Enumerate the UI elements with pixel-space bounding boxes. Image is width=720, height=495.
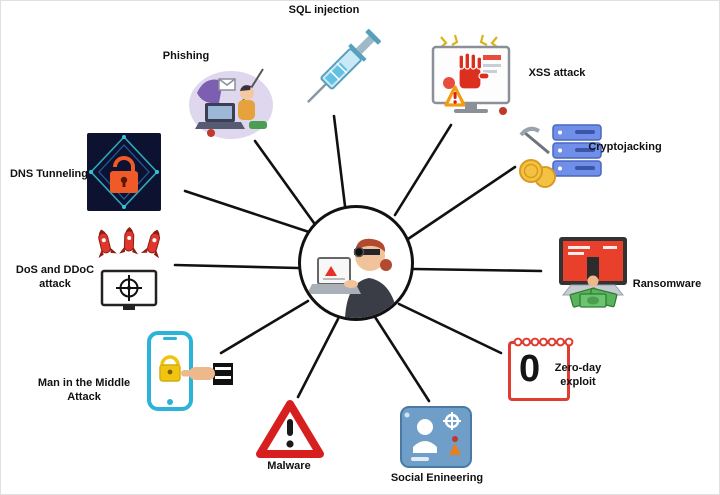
phone-lock-hand-icon [147, 331, 233, 411]
rockets-target-icon [98, 227, 161, 310]
label-dns-tunneling: DNS Tunneling [9, 168, 88, 180]
node-social-engineering [397, 403, 475, 471]
node-xss-attack [421, 33, 521, 128]
label-cryptojacking: Cryptojacking [588, 141, 662, 153]
node-man-in-the-middle [123, 329, 233, 414]
server-coins-icon [519, 124, 602, 188]
label-social-engineering: Social Enineering [390, 472, 484, 484]
calendar-zero-icon: 0 [508, 337, 574, 401]
label-dos: DoS and DDoC attack [15, 264, 95, 291]
calendar-digit: 0 [519, 348, 541, 390]
label-phishing: Phishing [162, 50, 210, 62]
hacker-hub [298, 205, 414, 321]
calendar-rings [513, 337, 574, 347]
node-dns-tunneling [85, 127, 163, 217]
label-sql-injection: SQL injection [288, 4, 360, 16]
warning-triangle-icon [256, 400, 324, 458]
syringe-icon [307, 28, 382, 103]
label-xss-attack: XSS attack [528, 67, 586, 79]
label-man-in-the-middle: Man in the Middle Attack [37, 377, 131, 404]
node-zero-day: 0 [508, 337, 574, 401]
node-cryptojacking [517, 119, 607, 189]
dark-padlock-icon [87, 133, 161, 211]
label-malware: Malware [267, 460, 311, 472]
laptop-money-icon [559, 237, 627, 308]
node-sql-injection [293, 26, 385, 118]
node-ransomware [543, 233, 643, 315]
label-ransomware: Ransomware [632, 278, 702, 290]
phishing-scene-icon [189, 68, 273, 139]
label-zero-day: Zero-day exploit [554, 362, 602, 389]
people-board-icon [400, 406, 472, 468]
node-phishing [183, 63, 279, 143]
node-dos [83, 227, 173, 315]
hacker-icon [307, 238, 398, 318]
node-malware [255, 399, 325, 461]
monitor-stop-hand-icon [431, 34, 511, 115]
